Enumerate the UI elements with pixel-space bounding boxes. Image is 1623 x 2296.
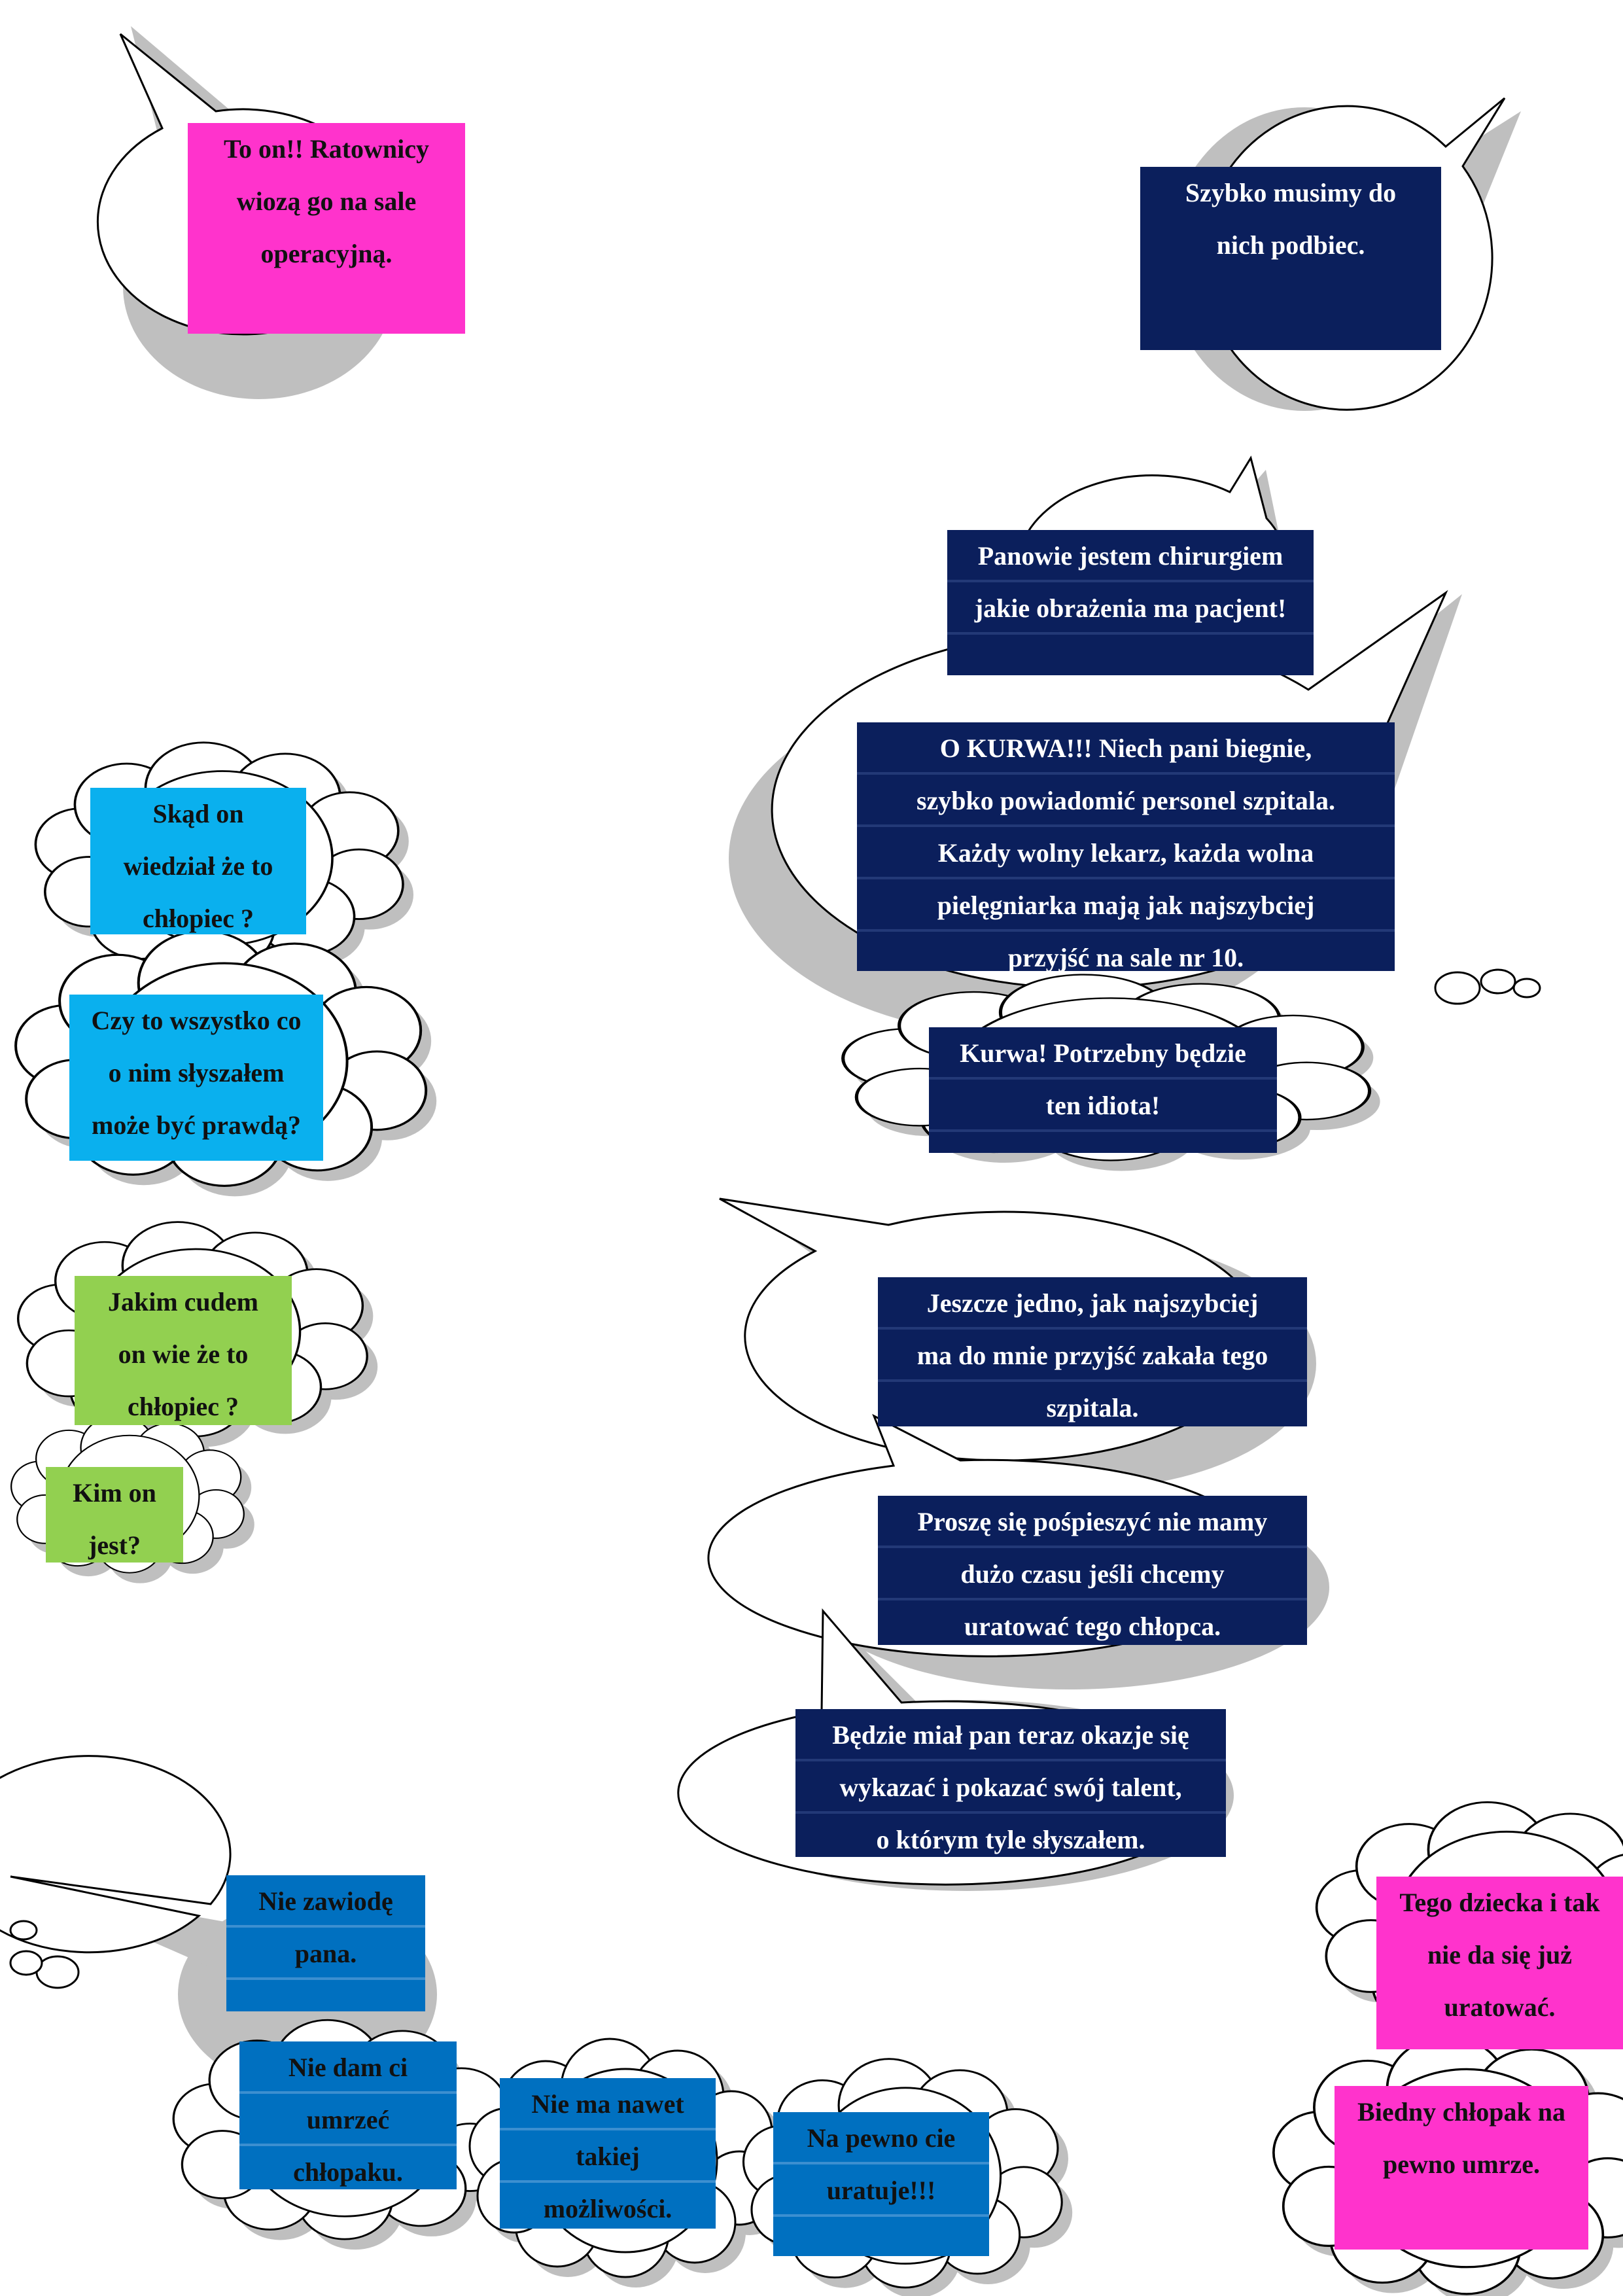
thought-text-jakim-cudem: Jakim cudem on wie że to chłopiec ? (75, 1276, 292, 1425)
speech-text-o-kurwa: O KURWA!!! Niech pani biegnie, szybko po… (857, 722, 1395, 971)
speech-text-nie-zawiode: Nie zawiodę pana. (226, 1875, 425, 2011)
thought-text-tego-dziecka: Tego dziecka i tak nie da się już uratow… (1376, 1877, 1623, 2049)
speech-text-to-on: To on!! Ratownicy wiozą go na sale opera… (188, 123, 465, 334)
thought-text-kim-on-jest: Kim on jest? (46, 1467, 183, 1563)
thought-trails (9, 968, 1541, 1989)
thought-text-kurwa-idiota: Kurwa! Potrzebny będzie ten idiota! (929, 1027, 1277, 1153)
thought-text-na-pewno: Na pewno cie uratuje!!! (773, 2112, 989, 2256)
speech-text-prosze-sie: Proszę się pośpieszyć nie mamy dużo czas… (878, 1496, 1307, 1645)
speech-text-bedzie-mial: Będzie miał pan teraz okazje się wykazać… (795, 1709, 1226, 1857)
thought-text-nie-ma-nawet: Nie ma nawet takiej możliwości. (500, 2078, 716, 2229)
speech-text-jeszcze-jedno: Jeszcze jedno, jak najszybciej ma do mni… (878, 1277, 1307, 1426)
thought-text-nie-dam-ci: Nie dam ci umrzeć chłopaku. (239, 2041, 457, 2189)
speech-text-szybko-musimy: Szybko musimy do nich podbiec. (1140, 167, 1441, 350)
speech-text-panowie: Panowie jestem chirurgiem jakie obrażeni… (947, 530, 1314, 675)
thought-text-czy-to-wszystko: Czy to wszystko co o nim słyszałem może … (69, 995, 323, 1161)
thought-text-biedny-chlopak: Biedny chłopak na pewno umrze. (1335, 2086, 1588, 2250)
thought-text-skad-on: Skąd on wiedział że to chłopiec ? (90, 788, 306, 934)
